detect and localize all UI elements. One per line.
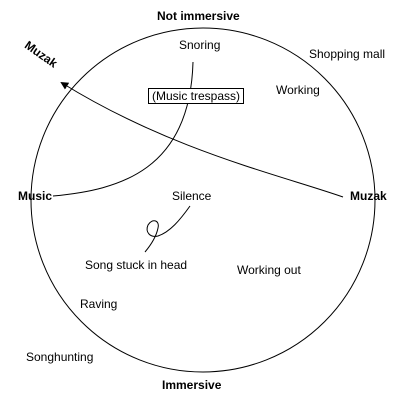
- muzak-arrow-curve: [60, 81, 344, 198]
- pole-top-label: Not immersive: [157, 9, 240, 23]
- item-music-trespass: (Music trespass): [148, 88, 245, 104]
- pole-bottom-label: Immersive: [162, 378, 222, 392]
- item-working-out: Working out: [237, 263, 301, 277]
- item-silence: Silence: [172, 189, 212, 203]
- music-to-snoring-curve: [52, 61, 194, 197]
- item-songhunting: Songhunting: [26, 350, 94, 364]
- pole-right-label: Muzak: [350, 189, 387, 203]
- outer-circle: [30, 27, 376, 373]
- item-shopping-mall: Shopping mall: [309, 47, 386, 61]
- pole-left-label: Music: [18, 189, 53, 203]
- item-raving: Raving: [80, 297, 118, 311]
- item-song-stuck-in-head: Song stuck in head: [85, 258, 188, 272]
- item-snoring: Snoring: [179, 38, 221, 52]
- silence-loop-squiggle: [144, 205, 191, 253]
- item-working: Working: [276, 83, 320, 97]
